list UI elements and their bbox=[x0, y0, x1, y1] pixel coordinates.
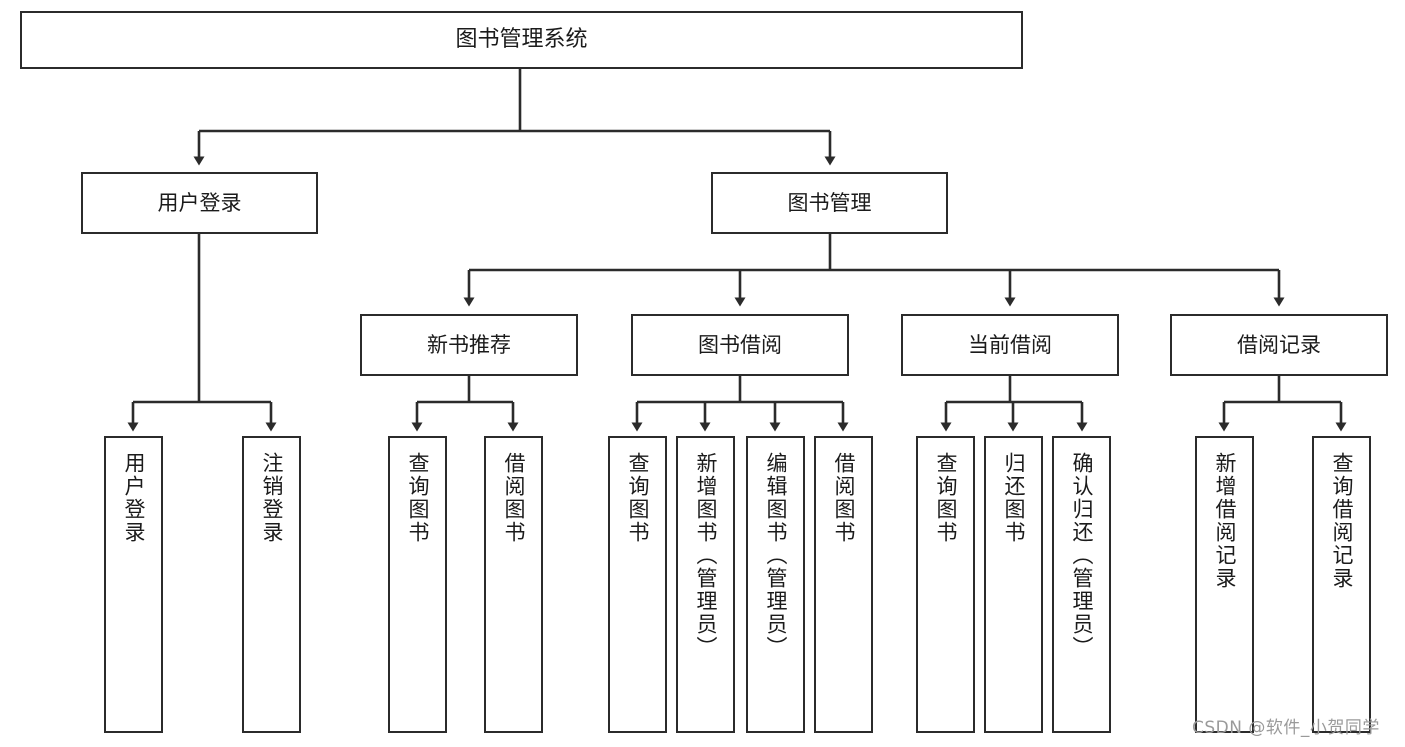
leaf-current-query-book[interactable]: 查询图书 bbox=[916, 436, 975, 733]
leaf-user-login-login[interactable]: 用户登录 bbox=[104, 436, 163, 733]
leaf-borrow-query-book-label: 查询图书 bbox=[626, 452, 650, 544]
node-book-borrow[interactable]: 图书借阅 bbox=[631, 314, 849, 376]
leaf-record-query-record-label: 查询借阅记录 bbox=[1330, 452, 1354, 590]
node-borrow-record-label: 借阅记录 bbox=[1237, 332, 1321, 357]
leaf-recommend-borrow-book[interactable]: 借阅图书 bbox=[484, 436, 543, 733]
leaf-borrow-edit-book-label: 编辑图书（管理员） bbox=[764, 452, 788, 659]
node-current-borrow-label: 当前借阅 bbox=[968, 332, 1052, 357]
leaf-borrow-add-book-label: 新增图书（管理员） bbox=[694, 452, 718, 659]
leaf-current-return-book[interactable]: 归还图书 bbox=[984, 436, 1043, 733]
leaf-user-login-logout-label: 注销登录 bbox=[260, 452, 284, 544]
leaf-recommend-query-book[interactable]: 查询图书 bbox=[388, 436, 447, 733]
leaf-record-query-record[interactable]: 查询借阅记录 bbox=[1312, 436, 1371, 733]
leaf-record-add-record-label: 新增借阅记录 bbox=[1213, 452, 1237, 590]
leaf-current-confirm-return-label: 确认归还（管理员） bbox=[1070, 452, 1094, 659]
node-book-borrow-label: 图书借阅 bbox=[698, 332, 782, 357]
node-new-book-recommend[interactable]: 新书推荐 bbox=[360, 314, 578, 376]
leaf-user-login-login-label: 用户登录 bbox=[122, 452, 146, 544]
node-root-system-label: 图书管理系统 bbox=[455, 27, 588, 53]
leaf-borrow-edit-book[interactable]: 编辑图书（管理员） bbox=[746, 436, 805, 733]
leaf-current-query-book-label: 查询图书 bbox=[934, 452, 958, 544]
leaf-borrow-borrow-book-label: 借阅图书 bbox=[832, 452, 856, 544]
leaf-current-confirm-return[interactable]: 确认归还（管理员） bbox=[1052, 436, 1111, 733]
leaf-current-return-book-label: 归还图书 bbox=[1002, 452, 1026, 544]
csdn-watermark: CSDN @软件_小贺同学 bbox=[1192, 718, 1380, 738]
node-user-login-label: 用户登录 bbox=[157, 190, 242, 215]
leaf-record-add-record[interactable]: 新增借阅记录 bbox=[1195, 436, 1254, 733]
leaf-user-login-logout[interactable]: 注销登录 bbox=[242, 436, 301, 733]
leaf-borrow-query-book[interactable]: 查询图书 bbox=[608, 436, 667, 733]
leaf-borrow-borrow-book[interactable]: 借阅图书 bbox=[814, 436, 873, 733]
node-user-login[interactable]: 用户登录 bbox=[81, 172, 318, 234]
leaf-borrow-add-book[interactable]: 新增图书（管理员） bbox=[676, 436, 735, 733]
node-book-management[interactable]: 图书管理 bbox=[711, 172, 948, 234]
node-root-system[interactable]: 图书管理系统 bbox=[20, 11, 1023, 69]
node-new-book-recommend-label: 新书推荐 bbox=[427, 332, 511, 357]
node-book-management-label: 图书管理 bbox=[787, 190, 872, 215]
leaf-recommend-borrow-book-label: 借阅图书 bbox=[502, 452, 526, 544]
node-current-borrow[interactable]: 当前借阅 bbox=[901, 314, 1119, 376]
leaf-recommend-query-book-label: 查询图书 bbox=[406, 452, 430, 544]
node-borrow-record[interactable]: 借阅记录 bbox=[1170, 314, 1388, 376]
